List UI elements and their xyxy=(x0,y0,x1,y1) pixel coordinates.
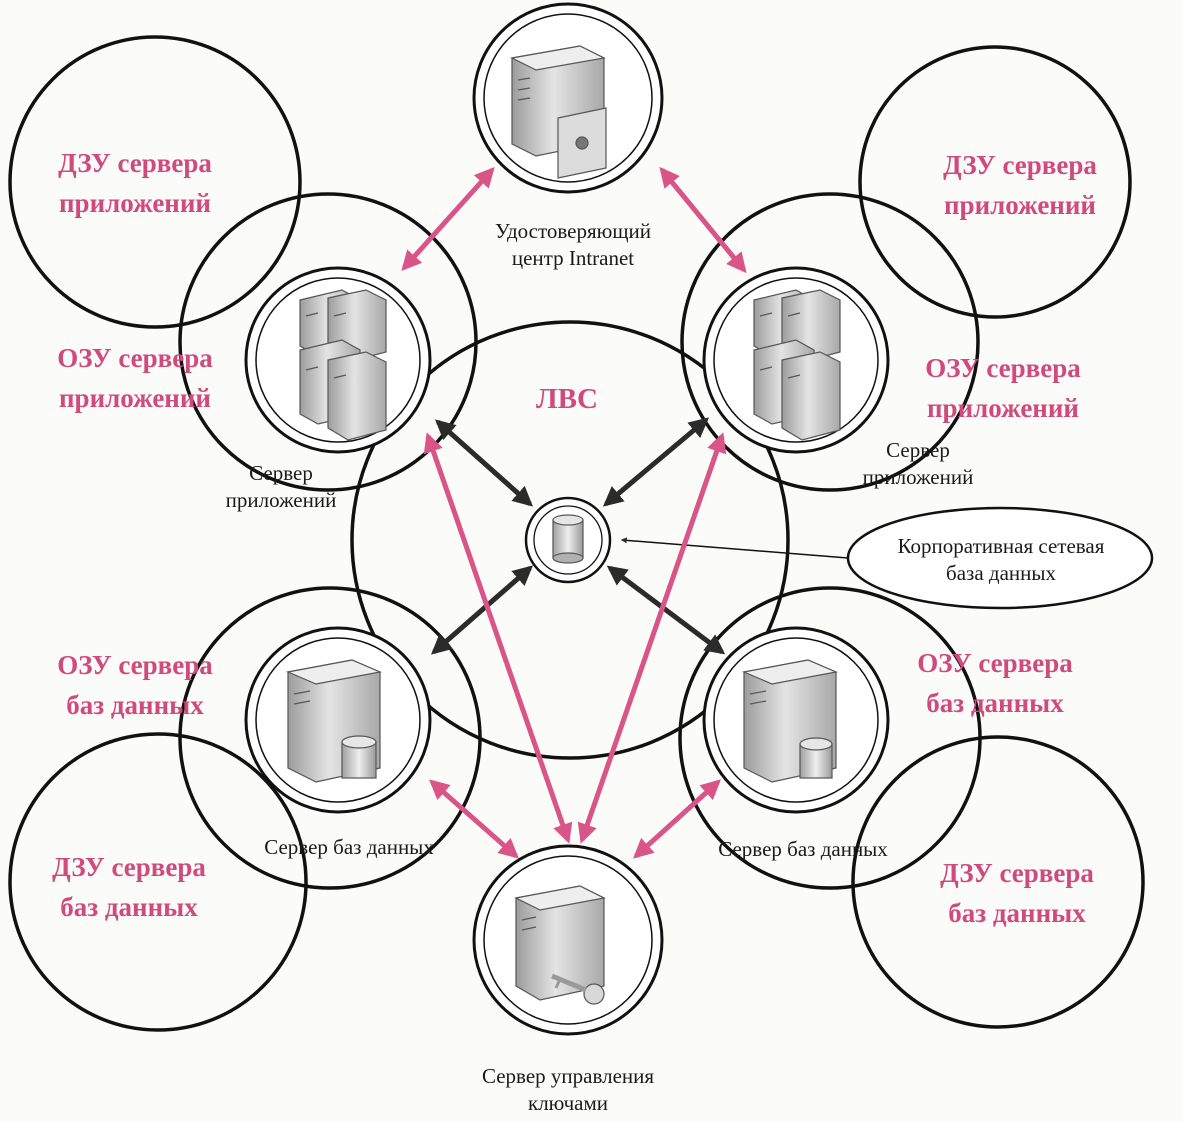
dzu-db-right-zone xyxy=(851,735,1145,1029)
dzu-db-left-zone xyxy=(8,732,308,1032)
key-server-icon xyxy=(514,885,606,1005)
dzu-app-right-zone xyxy=(858,45,1132,319)
channel-ca-app-right xyxy=(659,166,747,274)
secure-channels xyxy=(401,166,747,859)
lan-link-app-right xyxy=(602,417,710,507)
channel-db-right-key xyxy=(633,779,721,859)
channel-app-left-key xyxy=(423,432,573,844)
lan-link-db-right xyxy=(606,565,726,655)
db-left-server-icon xyxy=(285,659,383,783)
ca-server-icon xyxy=(510,45,607,179)
lan-link-db-left xyxy=(430,565,534,655)
dzu-app-left-zone xyxy=(8,35,302,329)
lan-label: ЛВС xyxy=(536,383,598,415)
channel-ca-app-left xyxy=(401,167,495,271)
app-right-server-icon xyxy=(753,289,841,441)
ozu-app-right-zone xyxy=(680,192,980,492)
app-left-server-icon xyxy=(299,289,387,441)
db-right-server-icon xyxy=(741,659,839,783)
channel-db-left-key xyxy=(428,779,520,859)
channel-app-right-key xyxy=(577,432,727,844)
db-right-caption: Сервер баз данных xyxy=(718,837,888,861)
zone-circles xyxy=(8,35,1145,1032)
lan-link-app-left xyxy=(435,419,533,507)
corp-db-icon xyxy=(552,514,584,564)
db-left-caption: Сервер баз данных xyxy=(264,835,434,859)
corp-db-pointer xyxy=(620,537,849,559)
key-icon xyxy=(551,973,605,1005)
